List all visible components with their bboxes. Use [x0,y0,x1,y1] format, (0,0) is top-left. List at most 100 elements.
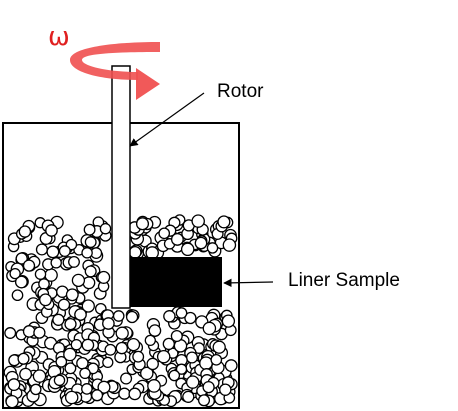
particle [11,289,24,302]
particle [91,389,104,402]
curved-arrow-icon [70,42,160,100]
particle [38,278,50,290]
particle [175,363,188,375]
particle [30,383,42,396]
particle [19,367,33,381]
particle [222,238,237,252]
particle [120,372,133,385]
particle [22,259,36,272]
particle [146,357,159,371]
particle [206,242,219,254]
particle [128,387,142,401]
sample-leader-line [223,278,274,288]
particle [128,245,142,259]
particle [17,352,30,365]
particle [65,288,79,302]
particle [9,267,21,280]
particle [57,298,71,311]
particle [148,324,162,337]
particle [32,369,47,383]
particle [81,383,93,395]
liner-sample-block [130,257,222,307]
particle [39,293,52,307]
particle [84,236,97,249]
particle [102,317,115,330]
particle [115,341,129,355]
particle [7,378,21,392]
particle [50,257,62,269]
particle [33,326,46,339]
particle [35,243,48,256]
particle [18,225,32,238]
particle [14,275,28,289]
particle [199,356,213,371]
particle [217,215,231,229]
particle [170,232,184,246]
particle [70,338,83,351]
particle [64,390,79,405]
particle [97,270,111,284]
particle [104,343,117,356]
particle [74,308,87,321]
particle [156,349,171,364]
omega-symbol: ω [48,22,70,52]
particle [82,276,96,290]
rotor-leader-line [129,92,205,147]
particle [71,273,86,288]
particle [185,351,199,364]
particle [168,369,181,382]
particle [184,311,197,325]
particle [81,247,93,259]
particle [112,310,125,322]
particle [58,245,71,258]
particle [175,307,188,319]
rotor-shaft [111,65,131,309]
particle [55,355,68,368]
particle [147,379,161,393]
particle [197,394,211,407]
particle [191,214,205,228]
particle [22,325,36,338]
particle [182,390,195,403]
particle [212,340,226,354]
particle [64,317,77,331]
particle [180,242,195,257]
particle [79,367,91,380]
particle [125,310,139,324]
particle [5,394,19,409]
particle [202,321,217,336]
particle [224,359,238,373]
particle [115,326,129,340]
particle [53,374,66,387]
particle [102,356,114,369]
particle [46,245,60,259]
particle [135,217,150,231]
particle [202,380,215,394]
rotor-label: Rotor [217,81,264,102]
particle [81,338,95,352]
particle [210,353,223,366]
particle [45,224,58,237]
particle [158,227,171,240]
particle [185,375,200,389]
particle [63,347,77,362]
particle [97,380,111,394]
particle [83,223,96,236]
particle-bed [3,214,238,409]
particle [52,313,65,326]
particle [15,252,28,265]
particle [99,222,112,235]
particle [221,314,236,328]
particle [76,356,89,370]
particle [126,337,141,352]
particle [194,236,208,250]
particle [163,310,176,323]
particle [170,329,183,343]
particle [81,299,95,313]
particle [132,350,145,363]
particle [140,366,154,381]
particle [144,334,156,347]
particle [68,255,80,268]
particle [34,268,47,280]
